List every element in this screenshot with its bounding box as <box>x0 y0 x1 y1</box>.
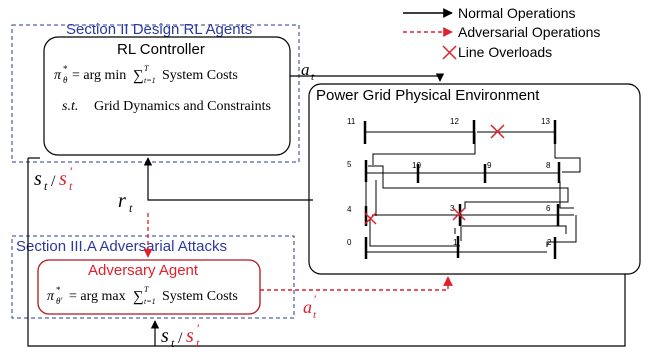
line-overload-icon <box>452 207 466 221</box>
svg-text:∑: ∑ <box>133 289 144 305</box>
bus-label-1: 1 <box>453 238 458 247</box>
svg-text:s: s <box>161 325 169 347</box>
state-label-bottom: s t / s ′ t <box>161 321 200 350</box>
line-overload-icon <box>490 124 505 139</box>
svg-text:t: t <box>129 201 133 215</box>
svg-text:s.t.: s.t. <box>62 99 78 114</box>
svg-text:θ: θ <box>63 75 68 85</box>
bus-label-13: 13 <box>541 117 550 126</box>
adversarial-action-flow: a ′ t <box>260 276 453 321</box>
svg-text:T: T <box>144 64 149 73</box>
svg-text:a: a <box>303 297 312 317</box>
legend-overloads-label: Line Overloads <box>458 44 552 60</box>
svg-text:t: t <box>313 309 317 321</box>
svg-text:Grid Dynamics and Constraints: Grid Dynamics and Constraints <box>94 99 271 114</box>
svg-text:′: ′ <box>314 292 317 306</box>
section-attack-box <box>11 235 295 319</box>
bus-label-4: 4 <box>347 205 352 214</box>
svg-text:′: ′ <box>70 164 73 179</box>
svg-text:s: s <box>186 325 194 347</box>
rl-controller-objective: π * θ = arg min ∑ T t=1 System Costs s.t… <box>54 64 271 114</box>
section-design-box <box>11 24 300 163</box>
section-design-title: Section II Design RL Agents <box>66 21 252 38</box>
svg-text:t: t <box>311 71 315 83</box>
svg-text:*: * <box>56 285 61 295</box>
bus-label-0: 0 <box>347 238 352 247</box>
svg-text:∑: ∑ <box>133 68 144 84</box>
legend-normal-label: Normal Operations <box>458 5 576 21</box>
bus-label-8: 8 <box>546 161 551 170</box>
svg-text:t: t <box>44 179 48 193</box>
state-label-left: s t / s ′ t <box>34 164 73 193</box>
adversary-objective: π * θ′ = arg max ∑ T t=1 System Costs <box>47 285 238 306</box>
bus-label-9: 9 <box>487 161 492 170</box>
svg-text:s: s <box>59 168 67 190</box>
line-overload-icon <box>442 45 457 60</box>
svg-text:*: * <box>63 64 68 74</box>
svg-text:θ′: θ′ <box>56 296 63 306</box>
section-attack-title: Section III.A Adversarial Attacks <box>16 238 227 255</box>
svg-text:s: s <box>34 168 42 190</box>
bus-label-6: 6 <box>546 204 551 213</box>
state-feedback-loop <box>27 157 626 347</box>
line-overload-markers <box>364 124 505 225</box>
svg-text:π: π <box>54 68 62 83</box>
svg-text:System Costs: System Costs <box>162 68 238 83</box>
svg-text:= arg max: = arg max <box>69 289 126 304</box>
action-flow: a t <box>290 60 445 83</box>
bus-label-12: 12 <box>450 117 459 126</box>
svg-text:= arg min: = arg min <box>72 68 126 83</box>
svg-text:π: π <box>47 289 55 304</box>
line-overload-icon <box>364 212 377 225</box>
reward-flow: r t <box>118 157 313 215</box>
svg-text:′: ′ <box>197 321 200 336</box>
legend-adversarial-label: Adversarial Operations <box>458 24 600 40</box>
svg-text:t: t <box>69 179 73 193</box>
adversary-agent-box <box>37 259 261 315</box>
svg-text:System Costs: System Costs <box>162 289 238 304</box>
bus-label-5: 5 <box>347 160 352 169</box>
svg-text:t=1: t=1 <box>144 297 156 306</box>
bus-label-10: 10 <box>412 161 421 170</box>
svg-text:t=1: t=1 <box>144 76 156 85</box>
power-grid-environment-box <box>308 83 641 275</box>
svg-text:T: T <box>144 285 149 294</box>
svg-text:/: / <box>178 330 183 347</box>
svg-text:r: r <box>118 190 126 212</box>
svg-text:t: t <box>171 336 175 350</box>
legend: Normal Operations Adversarial Operations… <box>403 5 600 60</box>
power-grid-environment-title: Power Grid Physical Environment <box>316 87 540 104</box>
bus-label-2: 2 <box>547 238 552 247</box>
adversary-agent-title: Adversary Agent <box>88 262 199 279</box>
bus-label-11: 11 <box>347 117 356 126</box>
svg-text:t: t <box>196 336 200 350</box>
rl-controller-box <box>43 36 291 156</box>
svg-text:a: a <box>301 60 310 79</box>
rl-controller-title: RL Controller <box>117 41 205 58</box>
svg-text:/: / <box>51 173 56 190</box>
bus-bars <box>363 120 561 259</box>
